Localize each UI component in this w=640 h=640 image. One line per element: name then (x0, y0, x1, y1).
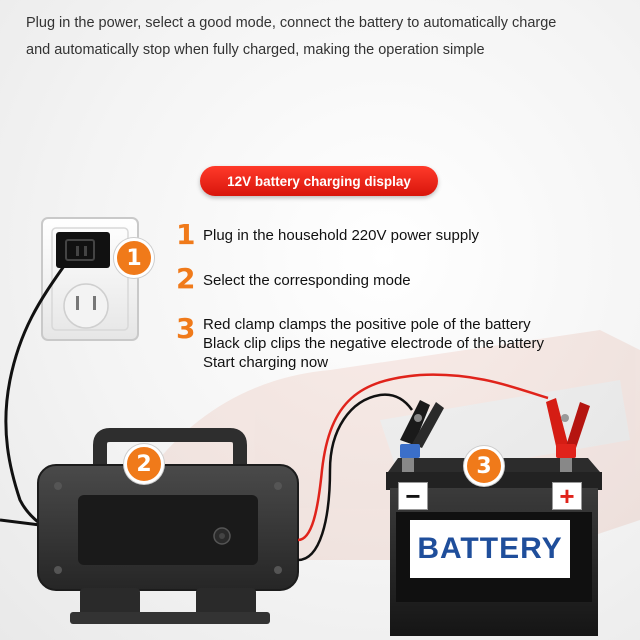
intro-text: Plug in the power, select a good mode, c… (26, 10, 626, 64)
outlet-step-badge: 1 (114, 238, 154, 278)
charger-step-badge: 2 (124, 444, 164, 484)
black-clamp (400, 400, 444, 458)
step-number-2: 2 (176, 262, 196, 295)
step-3-line-3: Start charging now (203, 354, 329, 371)
charger (37, 428, 299, 624)
step-2-text: Select the corresponding mode (203, 271, 411, 290)
negative-terminal-sign: − (398, 482, 428, 510)
step-number-3: 3 (176, 312, 196, 345)
black-clamp-cable (297, 393, 414, 562)
battery-label: BATTERY (410, 520, 570, 578)
step-3-text: Red clamp clamps the positive pole of th… (203, 315, 544, 372)
battery-step-badge: 3 (464, 446, 504, 486)
red-clamp (546, 398, 590, 458)
step-3-line-1: Red clamp clamps the positive pole of th… (203, 316, 531, 333)
step-1-line-1: Plug in the household 220V power supply (203, 227, 480, 244)
step-2-line-1: Select the corresponding mode (203, 272, 411, 289)
positive-terminal-sign: + (552, 482, 582, 510)
red-clamp-cable (297, 373, 549, 542)
power-cord (0, 265, 66, 527)
wall-outlet (41, 217, 139, 341)
intro-line-1: Plug in the power, select a good mode, c… (26, 15, 557, 31)
step-number-1: 1 (176, 218, 196, 251)
step-1-text: Plug in the household 220V power supply (203, 226, 479, 245)
section-banner: 12V battery charging display (200, 166, 438, 196)
step-3-line-2: Black clip clips the negative electrode … (203, 335, 545, 352)
intro-line-2: and automatically stop when fully charge… (26, 42, 485, 58)
